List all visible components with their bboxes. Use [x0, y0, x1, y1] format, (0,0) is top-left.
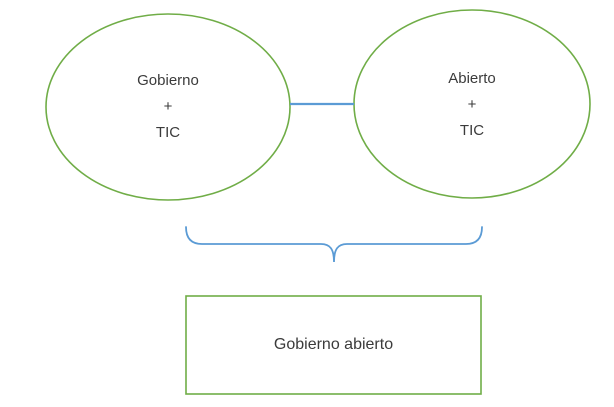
brace-icon — [185, 226, 483, 263]
right-ellipse-line1: Abierto — [448, 70, 496, 87]
left-ellipse-line3: TIC — [155, 124, 181, 141]
right-ellipse-line3: TIC — [459, 122, 485, 139]
right-ellipse-label: Abierto + TIC — [372, 66, 572, 144]
result-box-shape — [185, 295, 482, 395]
left-ellipse-line1: Gobierno — [137, 72, 199, 89]
left-ellipse-line2: + — [163, 98, 173, 115]
left-ellipse-label: Gobierno + TIC — [68, 68, 268, 146]
result-box-label: Gobierno abierto — [273, 336, 394, 353]
left-ellipse-shape — [45, 13, 291, 201]
right-ellipse-line2: + — [467, 96, 477, 113]
